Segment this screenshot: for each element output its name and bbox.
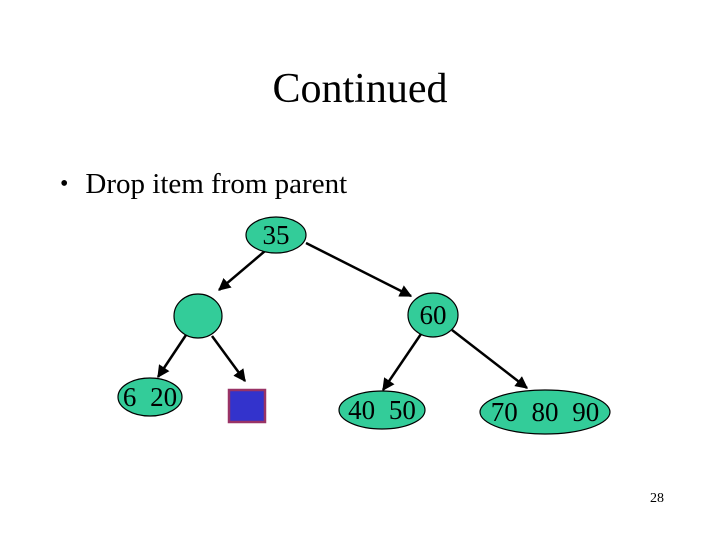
page-number: 28 — [650, 491, 664, 506]
edge-right-child-to-leaf-40-50 — [381, 333, 423, 392]
node-leaf-40-50-label: 40 50 — [348, 395, 416, 425]
edge-right-child-to-leaf-70-80-90 — [451, 329, 528, 389]
node-root — [245, 216, 307, 254]
node-left-child — [173, 293, 223, 339]
node-right-child — [407, 292, 459, 338]
bullet-text: Drop item from parent — [85, 168, 348, 200]
node-leaf-70-80-90-label: 70 80 90 — [491, 397, 600, 427]
edge-left-child-to-leaf-square — [210, 335, 247, 383]
node-leaf-6-20 — [117, 377, 183, 417]
node-root-label: 35 — [263, 220, 290, 250]
bullet-line: • Drop item from parent — [60, 166, 347, 202]
edge-root-to-left-child — [218, 250, 266, 291]
node-right-child-label: 60 — [420, 300, 447, 330]
node-leaf-70-80-90 — [479, 389, 611, 435]
edge-left-child-to-leaf-6-20 — [156, 334, 188, 379]
node-leaf-square — [227, 388, 267, 424]
bullet-marker: • — [60, 171, 69, 197]
slide-title: Continued — [272, 66, 448, 112]
node-leaf-6-20-label: 6 20 — [123, 382, 177, 412]
node-leaf-40-50 — [338, 390, 426, 430]
edge-root-to-right-child — [305, 241, 413, 298]
